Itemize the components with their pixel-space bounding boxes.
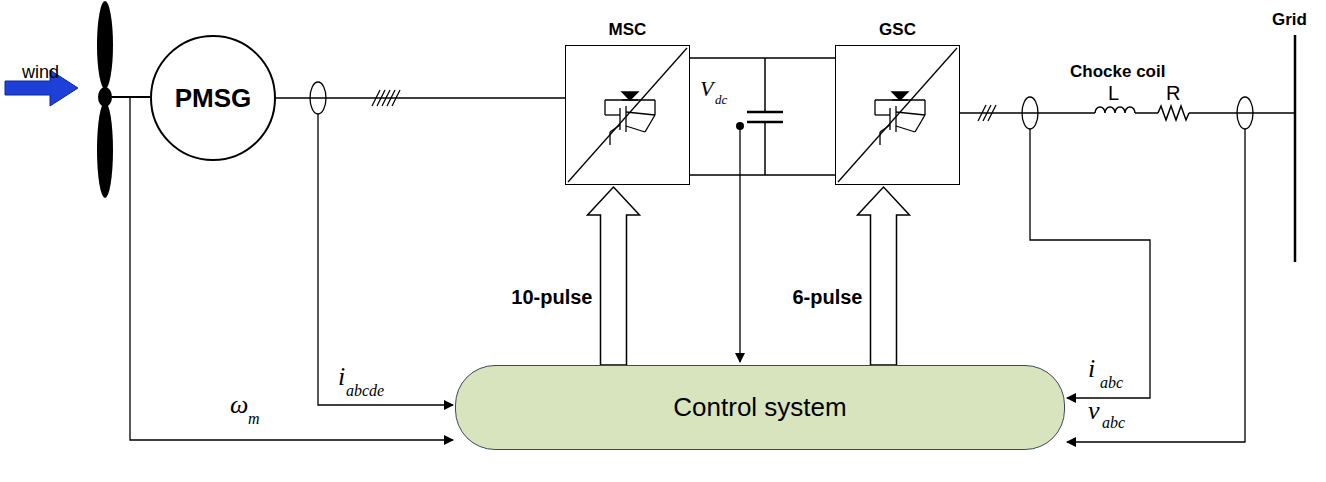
node-title: PMSG — [175, 83, 252, 114]
component-label: L — [1108, 82, 1119, 105]
turbine-blade — [97, 102, 113, 198]
voltage-signal-wire — [1067, 129, 1245, 442]
dc-voltage-wire — [739, 126, 740, 362]
signal-name: v — [1088, 396, 1100, 426]
phase-marks — [978, 105, 996, 121]
signal-subscript: m — [248, 410, 260, 428]
grid-label: Grid — [1272, 10, 1307, 30]
igbt-symbol — [568, 48, 687, 182]
current-signal-wire — [1030, 129, 1150, 398]
signal-subscript: dc — [715, 92, 727, 108]
grid-bus — [1294, 35, 1297, 262]
grid-cable — [1189, 112, 1295, 114]
grid-cable — [1135, 112, 1158, 114]
current-sensor — [1022, 97, 1038, 129]
converter-box: GSC — [835, 45, 960, 185]
signal-name: i — [338, 362, 345, 392]
shaft — [105, 96, 150, 98]
speed-signal-wire — [130, 97, 453, 440]
generator-circle: PMSG — [150, 35, 276, 161]
inductor-symbol — [1095, 107, 1135, 113]
node-title: Control system — [673, 392, 846, 423]
wind-label: wind — [22, 62, 59, 83]
capacitor — [747, 58, 783, 175]
signal-name: i — [1088, 354, 1095, 384]
signal-subscript: abcde — [346, 382, 384, 400]
power-cable — [690, 58, 835, 175]
control-box: Control system — [455, 365, 1065, 450]
pulse-label: 10-pulse — [511, 286, 592, 309]
pulse-label: 6-pulse — [792, 286, 862, 309]
converter-box: MSC — [565, 45, 690, 185]
power-cable — [276, 97, 565, 99]
signal-name: ω — [230, 390, 248, 420]
component-label: Chocke coil — [1070, 62, 1165, 82]
component-label: R — [1166, 82, 1180, 105]
signal-subscript: abc — [1100, 374, 1123, 392]
current-signal-wire — [318, 114, 453, 405]
igbt-symbol — [838, 48, 957, 182]
pulse-arrow — [858, 187, 910, 365]
turbine-blade — [97, 1, 113, 89]
pulse-arrow — [588, 187, 640, 365]
converter-heading: MSC — [566, 20, 689, 40]
resistor-symbol — [1158, 106, 1189, 120]
converter-heading: GSC — [836, 20, 959, 40]
grid-cable — [960, 112, 1095, 114]
voltage-sensor — [1237, 97, 1253, 129]
signal-name: V — [700, 76, 713, 102]
signal-subscript: abc — [1102, 414, 1125, 432]
